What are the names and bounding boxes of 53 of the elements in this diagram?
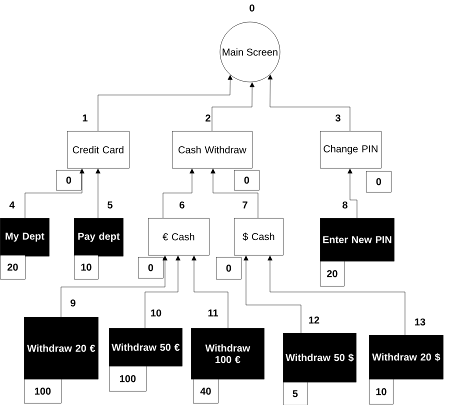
value-box: 0 (138, 257, 164, 278)
arrow (98, 75, 233, 132)
action-box: Withdraw 50 $ (283, 332, 356, 382)
value-box: 100 (109, 366, 146, 392)
menu-box: Credit Card (67, 131, 130, 168)
action-box: Withdraw 20 $ (369, 334, 444, 380)
value-box: 0 (56, 170, 82, 190)
node-number: 13 (415, 318, 426, 326)
node-number: 3 (335, 114, 340, 122)
value-box: 0 (366, 171, 392, 192)
arrow (210, 168, 258, 218)
arrow (162, 168, 194, 218)
arrow (268, 256, 406, 336)
value-box: 20 (320, 261, 344, 286)
node-number: 11 (208, 310, 218, 316)
node-number: 5 (108, 202, 112, 208)
arrow (244, 256, 302, 334)
action-box: Pay dept (74, 218, 124, 256)
node-number: 1 (82, 114, 88, 122)
arrow (268, 74, 350, 132)
value-box: 0 (234, 170, 260, 190)
value-box: 5 (283, 382, 308, 405)
node-number: 6 (180, 201, 184, 209)
arrow (96, 168, 100, 218)
node-number: 0 (250, 4, 254, 12)
value-box: 100 (24, 378, 62, 404)
arrow (348, 168, 358, 218)
menu-box: $ Cash (234, 218, 284, 256)
value-box: 10 (369, 378, 394, 404)
node-number: 8 (342, 201, 348, 209)
action-box: Withdraw 100 € (191, 328, 264, 380)
node-number: 9 (70, 299, 76, 307)
arrow (212, 82, 254, 132)
node-number: 2 (206, 114, 210, 122)
value-box: 0 (216, 257, 242, 280)
action-box: Withdraw 50 € (109, 328, 182, 366)
value-box: 20 (0, 255, 26, 280)
action-box: My Dept (0, 218, 50, 256)
arrow (60, 256, 168, 318)
arrow (192, 256, 228, 328)
menu-box: Change PIN (320, 131, 382, 168)
arrow (144, 256, 180, 328)
value-box: 40 (193, 378, 218, 404)
value-box: 10 (74, 255, 98, 280)
node-number: 12 (309, 316, 320, 324)
node-number: 4 (9, 202, 15, 208)
menu-box: Cash Withdraw (172, 131, 252, 168)
menu-box: € Cash (148, 218, 210, 256)
action-box: Withdraw 20 € (24, 316, 98, 380)
node-number: 10 (151, 309, 162, 317)
arrow (24, 168, 84, 218)
node-number: 7 (242, 202, 248, 208)
action-box: Enter New PIN (320, 218, 394, 262)
